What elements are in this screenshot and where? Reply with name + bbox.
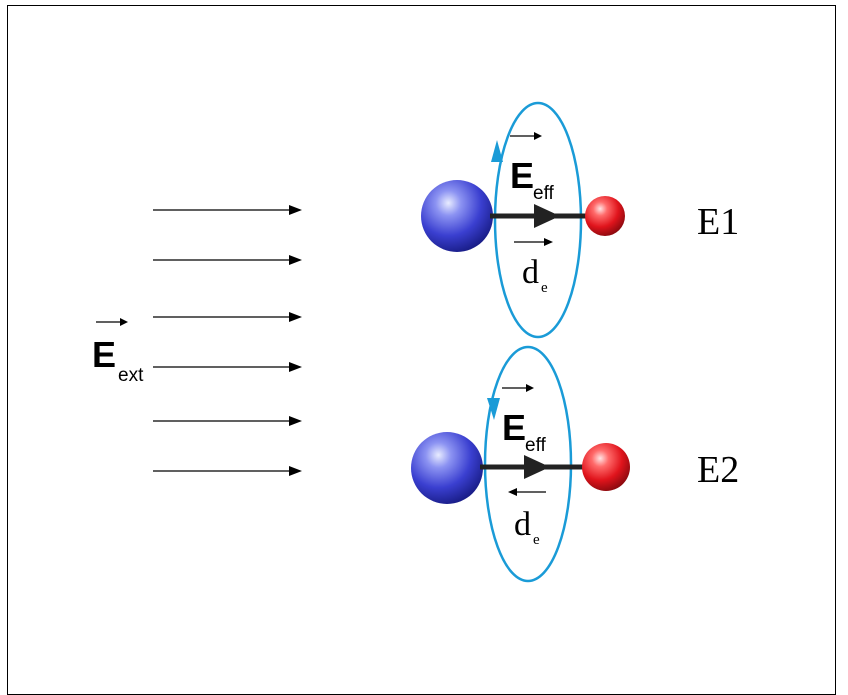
eext-subscript: ext	[118, 365, 144, 386]
field-line	[153, 362, 302, 372]
eeff-vector-arrow-icon	[502, 384, 534, 392]
field-line	[153, 205, 302, 215]
heavy-atom	[421, 180, 493, 252]
orbit-ellipse	[493, 101, 583, 339]
molecule-state-e2: E eff d e E2	[411, 345, 739, 583]
external-field-label: E ext	[92, 318, 144, 386]
field-line	[153, 255, 302, 265]
state-label: E1	[697, 201, 739, 243]
bond-dipole-arrow	[480, 455, 592, 479]
light-atom	[582, 443, 630, 491]
de-left-arrow-icon	[508, 488, 546, 496]
field-line	[153, 312, 302, 322]
state-label: E2	[697, 449, 739, 491]
eeff-symbol: E	[510, 155, 534, 196]
molecule-state-e1: E eff d e E1	[421, 101, 739, 339]
circulation-arrow-down-icon	[487, 398, 500, 420]
vector-arrow-icon	[96, 318, 128, 326]
de-subscript: e	[541, 280, 548, 296]
eeff-subscript: eff	[533, 183, 555, 204]
eeff-vector-arrow-icon	[510, 132, 542, 140]
field-line	[153, 416, 302, 426]
heavy-atom	[411, 432, 483, 504]
circulation-arrow-up-icon	[491, 140, 503, 162]
field-line	[153, 466, 302, 476]
eeff-symbol: E	[502, 407, 526, 448]
de-right-arrow-icon	[514, 238, 553, 246]
de-subscript: e	[533, 532, 540, 548]
external-field-lines	[153, 205, 302, 476]
orbit-ellipse	[483, 345, 573, 583]
bond-dipole-arrow	[490, 204, 592, 228]
light-atom	[585, 196, 625, 236]
eeff-subscript: eff	[525, 435, 547, 456]
diagram-frame	[7, 5, 836, 695]
de-symbol: d	[522, 254, 539, 291]
eext-symbol: E	[92, 334, 116, 375]
de-symbol: d	[514, 506, 531, 543]
